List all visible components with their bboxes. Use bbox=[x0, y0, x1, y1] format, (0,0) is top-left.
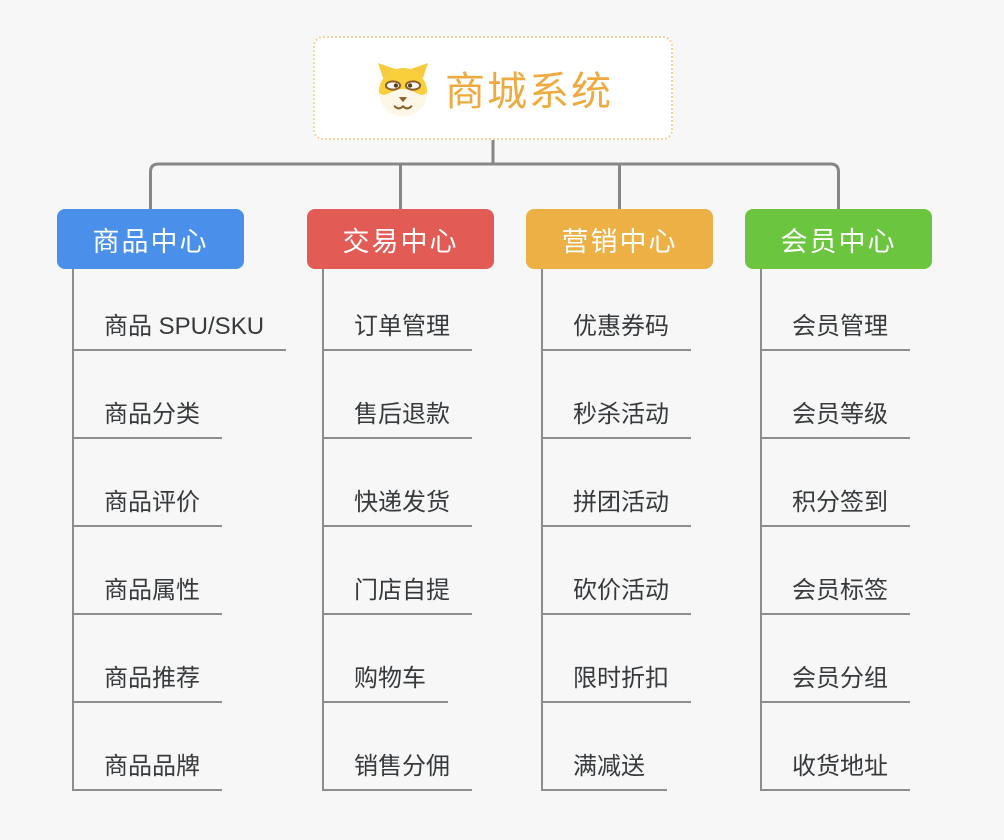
root-node[interactable]: 商城系统 bbox=[313, 36, 673, 140]
mindmap-item[interactable]: 拼团活动 bbox=[543, 488, 691, 527]
branch-items-member: 会员管理会员等级积分签到会员标签会员分组收货地址 bbox=[760, 269, 910, 791]
mindmap-item[interactable]: 会员分组 bbox=[762, 664, 910, 703]
mindmap-item[interactable]: 购物车 bbox=[324, 664, 448, 703]
mindmap-item[interactable]: 收货地址 bbox=[762, 752, 910, 791]
mindmap-item[interactable]: 满减送 bbox=[543, 752, 667, 791]
mindmap-item[interactable]: 会员管理 bbox=[762, 312, 910, 351]
mindmap-item[interactable]: 秒杀活动 bbox=[543, 400, 691, 439]
branch-node-goods-center[interactable]: 商品中心 bbox=[57, 209, 244, 269]
branch-node-marketing-center[interactable]: 营销中心 bbox=[526, 209, 713, 269]
branch-node-member-center[interactable]: 会员中心 bbox=[745, 209, 932, 269]
mindmap-item[interactable]: 订单管理 bbox=[324, 312, 472, 351]
mindmap-item[interactable]: 商品推荐 bbox=[74, 664, 222, 703]
mindmap-item[interactable]: 限时折扣 bbox=[543, 664, 691, 703]
mindmap-item[interactable]: 商品属性 bbox=[74, 576, 222, 615]
mindmap-item[interactable]: 积分签到 bbox=[762, 488, 910, 527]
mindmap-item[interactable]: 砍价活动 bbox=[543, 576, 691, 615]
mindmap-item[interactable]: 售后退款 bbox=[324, 400, 472, 439]
mindmap-item[interactable]: 商品品牌 bbox=[74, 752, 222, 791]
mindmap-item[interactable]: 快递发货 bbox=[324, 488, 472, 527]
mindmap-item[interactable]: 销售分佣 bbox=[324, 752, 472, 791]
mindmap-item[interactable]: 商品分类 bbox=[74, 400, 222, 439]
branch-items-goods: 商品 SPU/SKU 商品分类商品评价商品属性商品推荐商品品牌 bbox=[72, 269, 287, 791]
mindmap-item[interactable]: 会员标签 bbox=[762, 576, 910, 615]
branch-items-trade: 订单管理售后退款快递发货门店自提购物车销售分佣 bbox=[322, 269, 472, 791]
mindmap-item[interactable]: 优惠券码 bbox=[543, 312, 691, 351]
mindmap-item[interactable]: 商品评价 bbox=[74, 488, 222, 527]
mindmap-item[interactable]: 会员等级 bbox=[762, 400, 910, 439]
shiba-dog-icon bbox=[378, 63, 428, 117]
branch-node-trade-center[interactable]: 交易中心 bbox=[307, 209, 494, 269]
root-title: 商城系统 bbox=[445, 70, 613, 114]
mindmap-item[interactable]: 门店自提 bbox=[324, 576, 472, 615]
mindmap-item[interactable]: 商品 SPU/SKU bbox=[74, 312, 287, 351]
branch-items-marketing: 优惠券码秒杀活动拼团活动砍价活动限时折扣满减送 bbox=[541, 269, 691, 791]
